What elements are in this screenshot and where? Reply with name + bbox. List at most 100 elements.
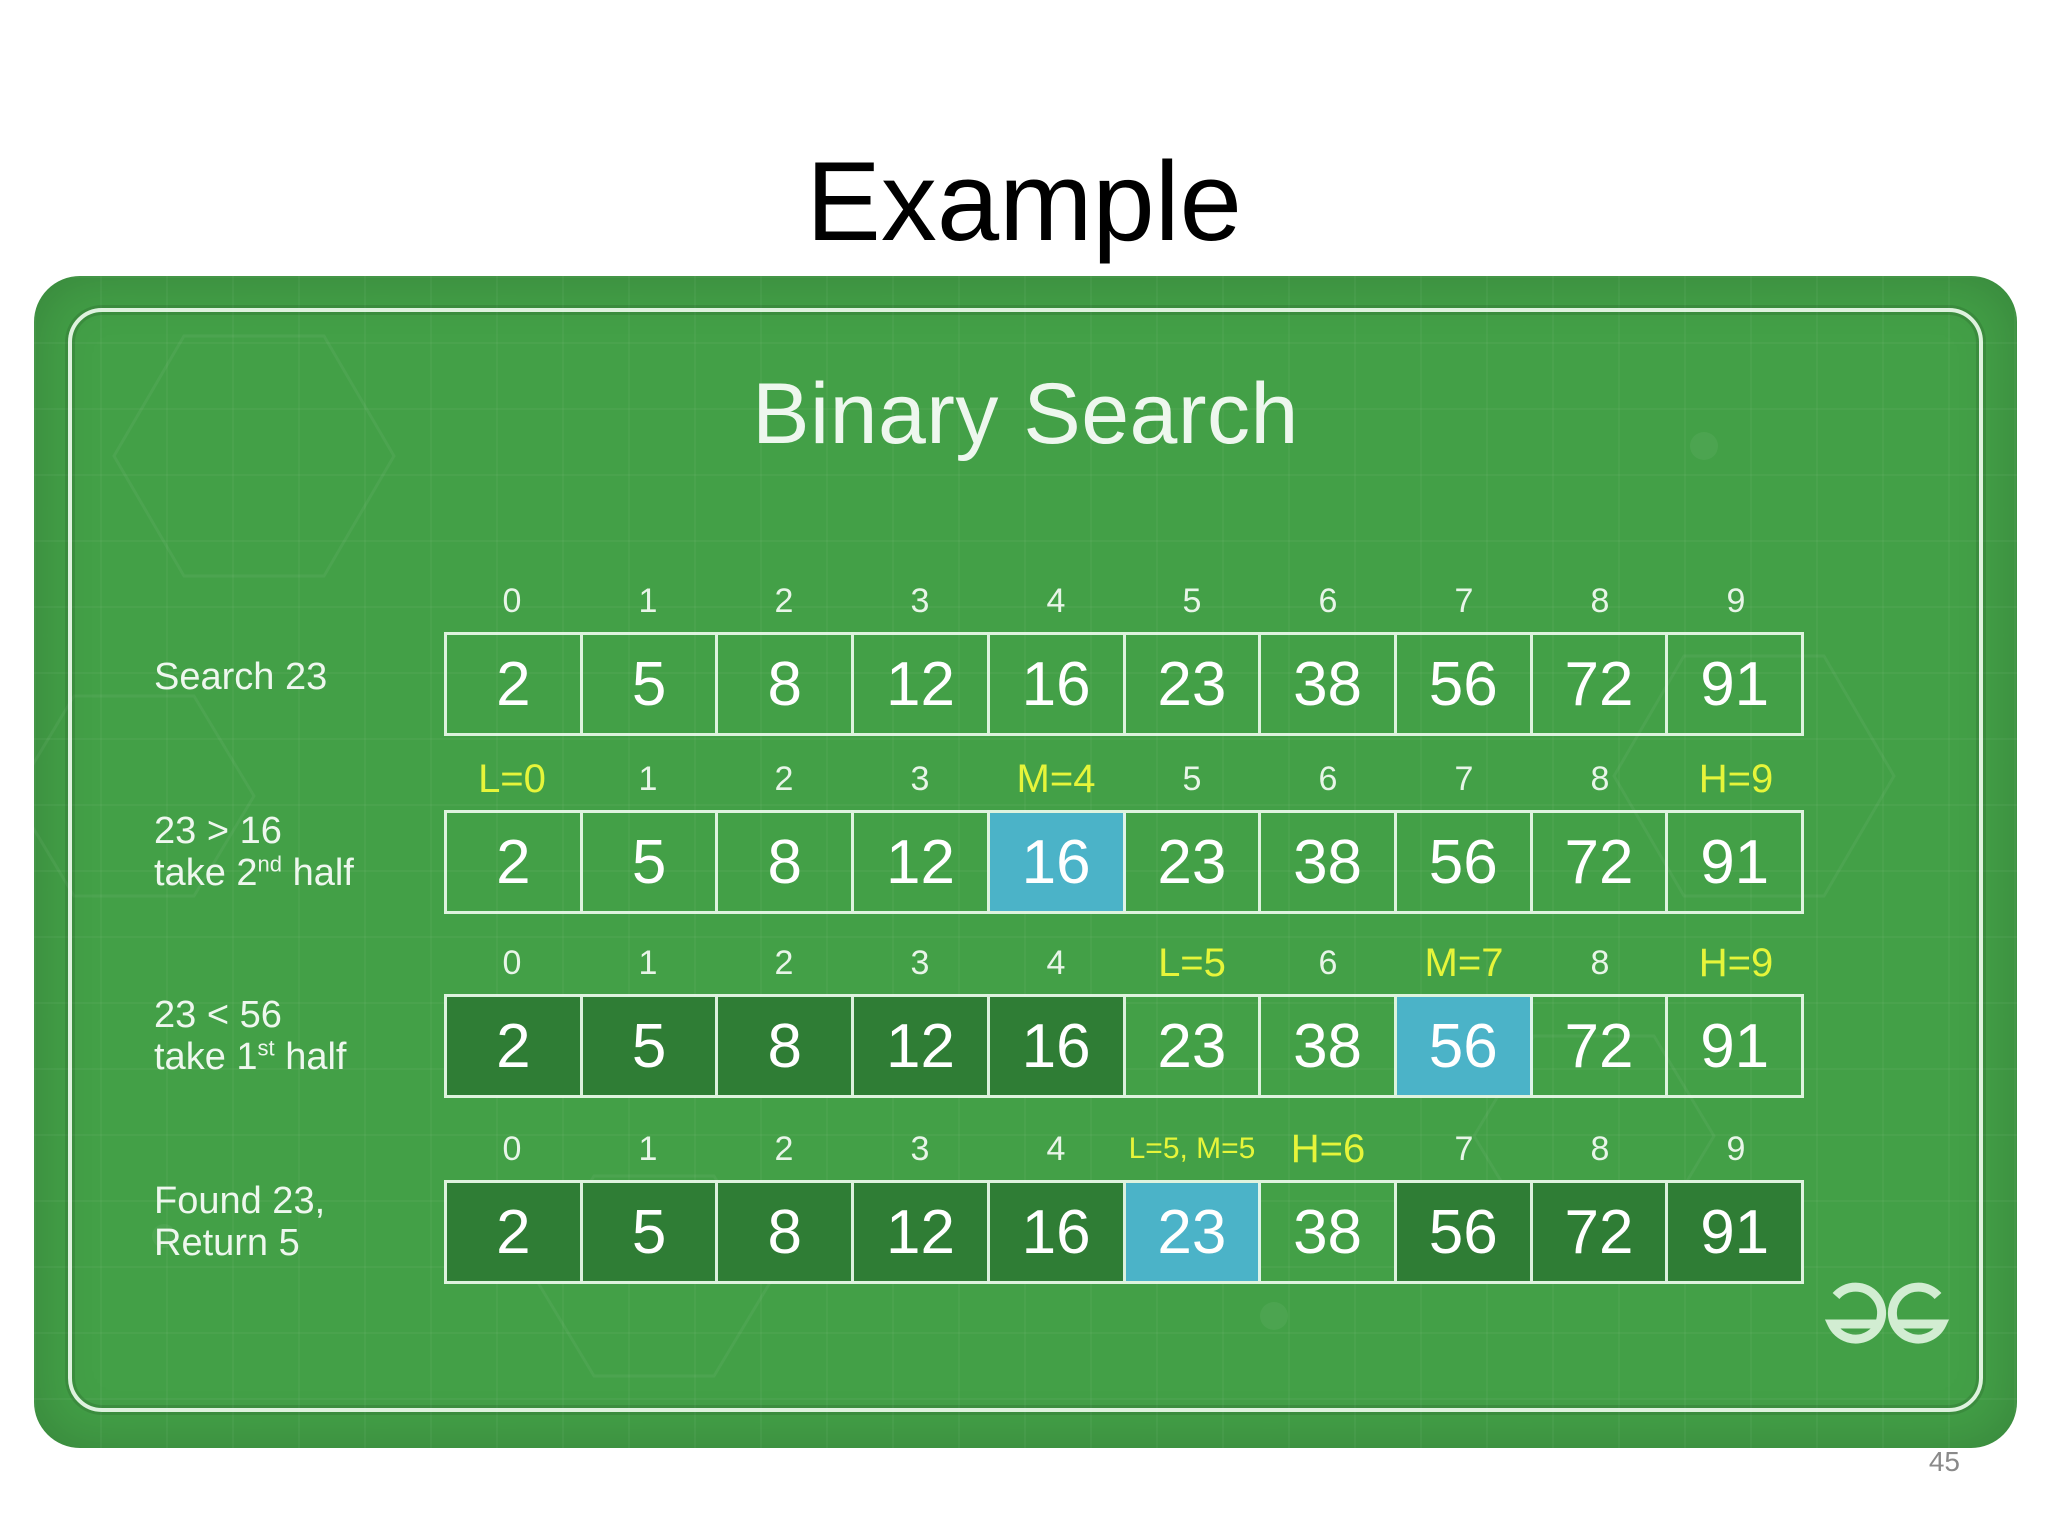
index-label: 2 [774, 760, 794, 798]
index-labels: 0 1 2 3 4 L=5 6 M=7 8 H=9 [444, 938, 1804, 988]
excluded-cell: 56 [1396, 1183, 1533, 1281]
index-label: 2 [774, 582, 794, 620]
array-cell: 16 [990, 635, 1126, 733]
array-cell: 72 [1533, 635, 1669, 733]
step-label-line: take 1st half [154, 1035, 347, 1078]
step-label: Search 23 [154, 656, 454, 698]
array-cell: 38 [1261, 813, 1397, 911]
array-cell: 2 [447, 635, 583, 733]
panel-border [68, 308, 1983, 1412]
index-label: 3 [910, 582, 930, 620]
pointer-marker: L=5, M=5 [1128, 1132, 1256, 1165]
array-cell: 91 [1700, 827, 1770, 897]
index-label: 3 [910, 1130, 930, 1168]
index-label: 3 [910, 760, 930, 798]
index-label: 1 [638, 582, 658, 620]
excluded-cell: 2 [447, 1183, 583, 1281]
array-cell: 2 [447, 813, 583, 911]
array-cell: 56 [1397, 635, 1533, 733]
pointer-marker: M=7 [1424, 941, 1504, 985]
index-label: 3 [910, 944, 930, 982]
array-cell: 91 [1700, 649, 1770, 719]
index-label: 9 [1726, 582, 1746, 620]
index-label: 4 [1046, 1130, 1066, 1168]
array-cell: 38 [1261, 1183, 1397, 1281]
index-label: 8 [1590, 944, 1610, 982]
excluded-cell: 12 [854, 1183, 990, 1281]
index-label: 1 [638, 760, 658, 798]
array-cell: 38 [1261, 997, 1397, 1095]
index-label: 8 [1590, 760, 1610, 798]
index-label: 6 [1318, 582, 1338, 620]
excluded-cell: 16 [989, 1183, 1126, 1281]
array-cell: 38 [1261, 635, 1397, 733]
array-cell: 56 [1397, 813, 1533, 911]
middle-cell: 56 [1396, 997, 1533, 1095]
excluded-cell: 8 [718, 997, 855, 1095]
diagram-title: Binary Search [752, 366, 1299, 462]
array-cell: 72 [1533, 997, 1669, 1095]
index-label: 2 [774, 944, 794, 982]
step-label: Found 23,Return 5 [154, 1180, 454, 1264]
index-label: 7 [1454, 582, 1474, 620]
pointer-marker: L=5 [1158, 941, 1226, 985]
array-cell: 8 [718, 813, 855, 911]
excluded-cell: 5 [582, 1183, 719, 1281]
step-label-line: 23 > 16 [154, 810, 282, 852]
array-cell: 5 [583, 635, 719, 733]
excluded-cell: 8 [718, 1183, 855, 1281]
excluded-cell: 72 [1532, 1183, 1669, 1281]
step-label-line: take 2nd half [154, 851, 354, 894]
index-label: 5 [1182, 582, 1202, 620]
pointer-marker: M=4 [1016, 757, 1096, 801]
index-label: 1 [638, 1130, 658, 1168]
index-label: 4 [1046, 582, 1066, 620]
excluded-cell: 2 [447, 997, 583, 1095]
index-label: 6 [1318, 760, 1338, 798]
index-label: 2 [774, 1130, 794, 1168]
array-cell: 23 [1126, 997, 1262, 1095]
step-label-line: Search 23 [154, 656, 328, 698]
index-label: 4 [1046, 944, 1066, 982]
array-cell: 12 [854, 813, 990, 911]
array-cell: 23 [1126, 635, 1262, 733]
array-cell: 91 [1700, 1011, 1770, 1081]
step-label-line: Found 23, [154, 1180, 326, 1222]
index-label: 8 [1590, 582, 1610, 620]
index-label: 6 [1318, 944, 1338, 982]
step-label-line: 23 < 56 [154, 994, 282, 1036]
index-label: 8 [1590, 1130, 1610, 1168]
excluded-cell: 5 [582, 997, 719, 1095]
index-label: 9 [1726, 1130, 1746, 1168]
index-label: 0 [502, 944, 522, 982]
slide-title: Example [806, 139, 1242, 264]
pointer-marker: H=6 [1290, 1127, 1366, 1171]
geeksforgeeks-logo-icon [1824, 1282, 1950, 1344]
pointer-marker: H=9 [1698, 941, 1774, 985]
excluded-cell: 16 [989, 997, 1126, 1095]
excluded-cell: 91 [1668, 1183, 1802, 1281]
step-label-line: Return 5 [154, 1222, 300, 1264]
array-cell: 12 [854, 635, 990, 733]
index-labels: 0 1 2 3 4 5 6 7 8 9 [444, 576, 1804, 626]
middle-cell: 16 [989, 813, 1126, 911]
index-label: 0 [502, 582, 522, 620]
excluded-cell: 12 [854, 997, 990, 1095]
array-cell: 23 [1126, 813, 1262, 911]
index-label: 5 [1182, 760, 1202, 798]
index-label: 0 [502, 1130, 522, 1168]
array-cell: 8 [718, 635, 855, 733]
index-label: 7 [1454, 760, 1474, 798]
page-number: 45 [1928, 1446, 1960, 1477]
array-cell: 5 [583, 813, 719, 911]
index-label: 1 [638, 944, 658, 982]
